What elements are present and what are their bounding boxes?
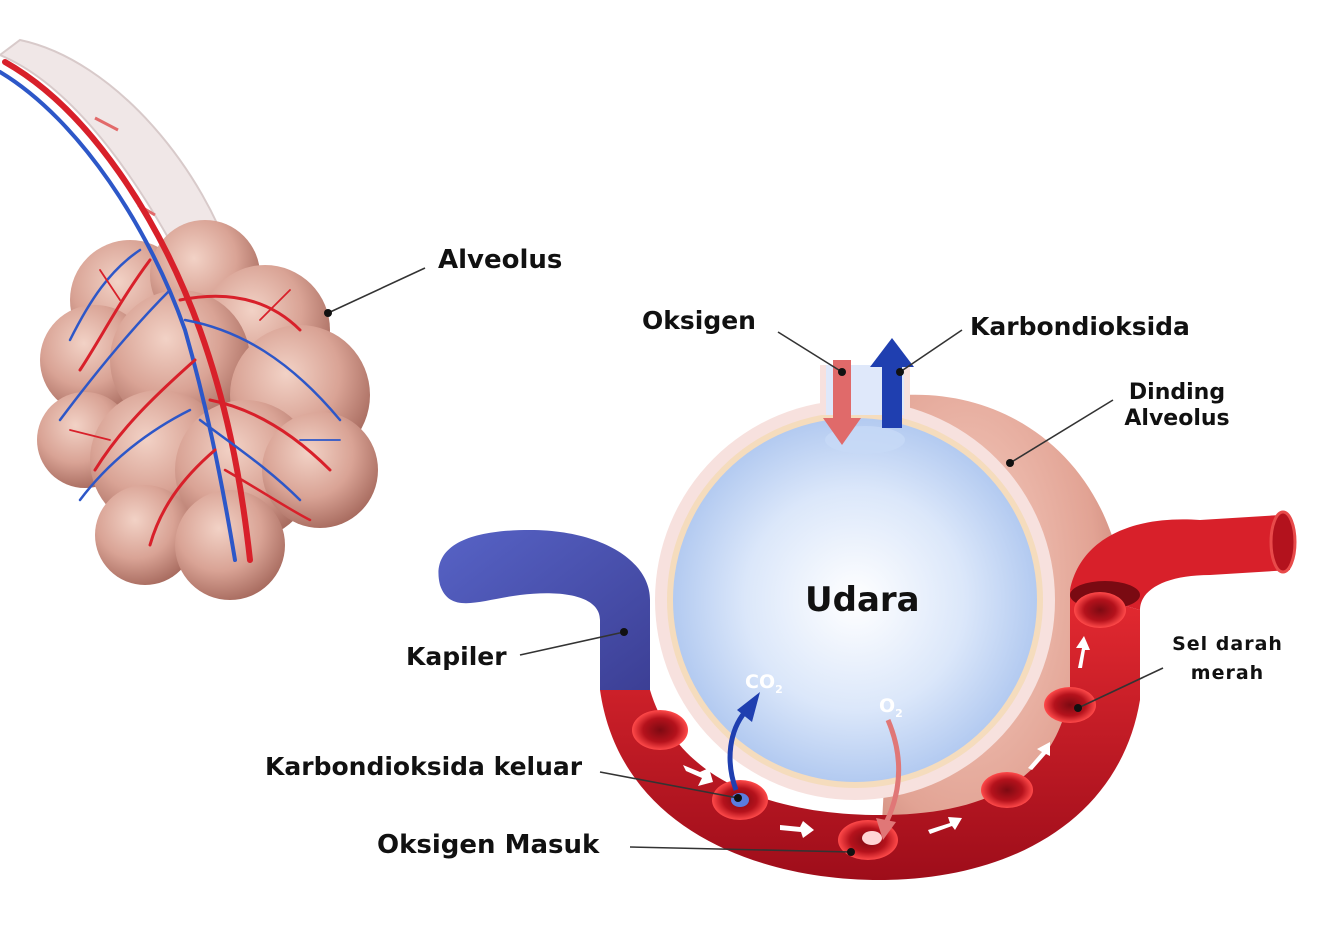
label-udara: Udara xyxy=(805,580,920,620)
co2-out-arrow xyxy=(870,338,914,428)
o2-formula: O2 xyxy=(879,695,903,720)
blood-flow-arrows xyxy=(683,636,1090,838)
label-sel-line1: Sel darah xyxy=(1172,633,1283,655)
capillary-opening xyxy=(1269,510,1297,574)
cluster-blood-vessels xyxy=(0,59,342,563)
label-karbondioksida: Karbondioksida xyxy=(970,312,1190,341)
leader-lines xyxy=(324,267,1164,856)
label-oksigen-masuk: Oksigen Masuk xyxy=(377,830,600,860)
label-dinding-alveolus: Dinding Alveolus xyxy=(1118,380,1236,433)
red-blood-cells xyxy=(632,592,1126,860)
capillary-deoxygenated xyxy=(438,530,650,690)
label-dinding-line2: Alveolus xyxy=(1124,406,1230,432)
label-sel-line2: merah xyxy=(1190,662,1265,685)
alveolus-cross-section xyxy=(438,338,1297,880)
label-sel-darah-merah: Sel darah merah xyxy=(1165,630,1290,689)
oxygen-in-arrow xyxy=(823,360,861,445)
alveolar-cluster-illustration xyxy=(0,38,378,600)
o2-enter-arrow xyxy=(882,719,902,827)
label-karbondioksida-keluar: Karbondioksida keluar xyxy=(265,752,583,781)
label-oksigen: Oksigen xyxy=(642,306,756,335)
co2-exit-arrow xyxy=(727,710,747,791)
air-space xyxy=(673,418,1037,782)
co2-formula: CO2 xyxy=(745,671,783,696)
label-kapiler: Kapiler xyxy=(406,642,507,671)
label-alveolus: Alveolus xyxy=(438,245,563,275)
label-dinding-line1: Dinding xyxy=(1128,380,1226,405)
